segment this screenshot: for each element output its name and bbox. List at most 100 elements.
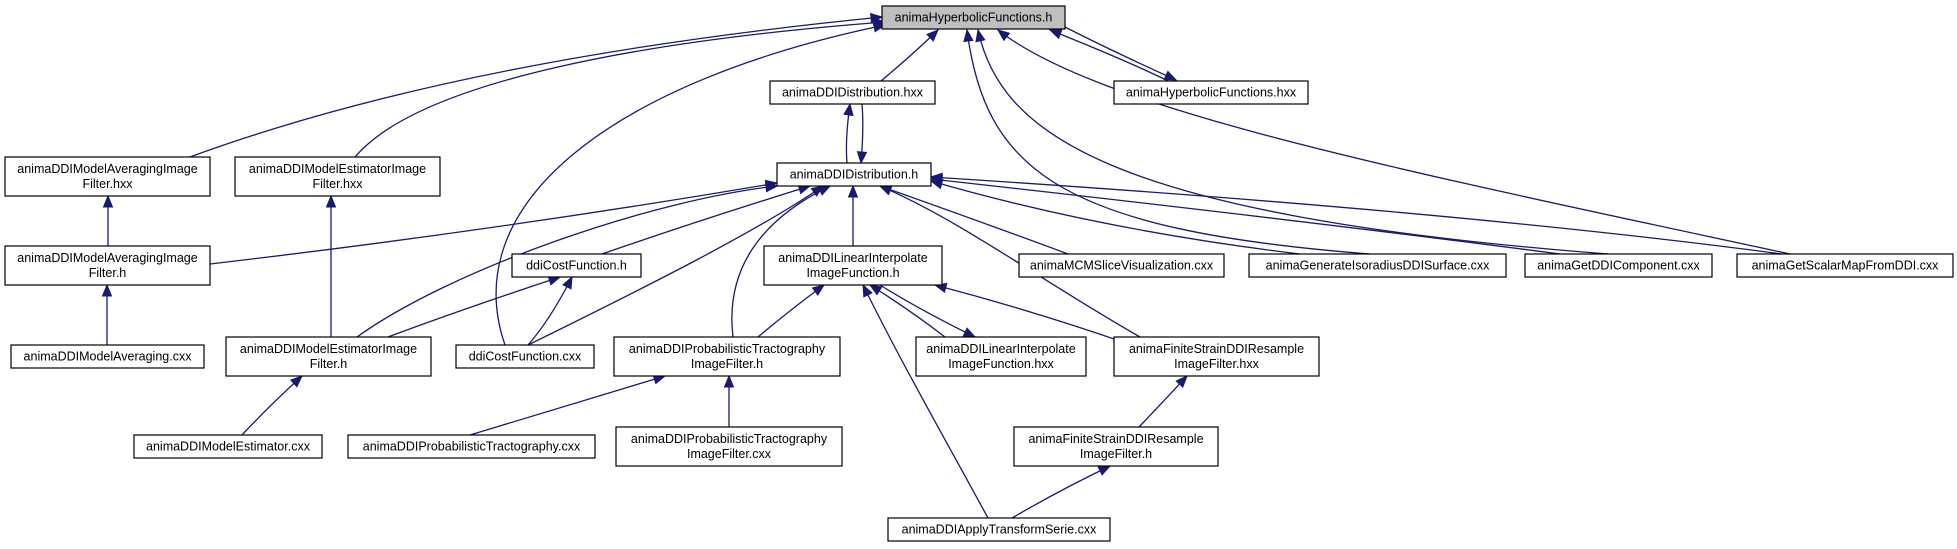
node-box[interactable] — [1013, 426, 1219, 467]
node-box[interactable] — [1113, 336, 1320, 377]
node-ddicf-h[interactable]: ddiCostFunction.h — [511, 253, 642, 278]
arrowhead — [962, 327, 977, 338]
arrowhead — [562, 275, 573, 290]
node-box[interactable] — [4, 156, 211, 197]
node-label: animaDDIModelAveragingImage — [17, 162, 197, 176]
node-mcms[interactable]: animaMCMSliceVisualization.cxx — [1018, 253, 1225, 278]
node-hf-h[interactable]: animaHyperbolicFunctions.h — [881, 5, 1066, 30]
node-lin-hxx[interactable]: animaDDILinearInterpolateImageFunction.h… — [915, 336, 1087, 377]
arrowhead — [926, 29, 939, 42]
node-getcomp[interactable]: animaGetDDIComponent.cxx — [1524, 253, 1713, 278]
node-label: Filter.h — [89, 266, 127, 280]
edge-line — [997, 29, 1791, 255]
arrowhead — [862, 283, 873, 298]
node-fs-hxx[interactable]: animaFiniteStrainDDIResampleImageFilter.… — [1113, 336, 1320, 377]
edge-lin_h-includes-ddid_h — [847, 184, 859, 246]
edge-hf_hxx-includes-hf_h — [1048, 29, 1169, 82]
node-ddid-h[interactable]: animaDDIDistribution.h — [776, 162, 932, 187]
node-label: ImageFilter.h — [1080, 447, 1152, 461]
node-box[interactable] — [776, 162, 932, 187]
node-label: ImageFilter.hxx — [1174, 357, 1260, 371]
edge-line — [879, 284, 976, 338]
edge-getcomp-includes-hf_h — [975, 28, 1609, 255]
edge-mest_h-includes-ddicf_h — [387, 275, 562, 338]
node-hf-hxx[interactable]: animaHyperbolicFunctions.hxx — [1113, 80, 1309, 105]
node-box[interactable] — [1736, 253, 1954, 278]
node-box[interactable] — [4, 245, 211, 286]
edge-lin_hxx-includes-lin_h — [868, 284, 946, 338]
node-box[interactable] — [1113, 80, 1309, 105]
node-mavg-cxx[interactable]: animaDDIModelAveraging.cxx — [10, 344, 205, 369]
node-mest-cxx[interactable]: animaDDIModelEstimator.cxx — [133, 434, 323, 459]
node-label: animaMCMSliceVisualization.cxx — [1030, 259, 1214, 273]
node-getscal[interactable]: animaGetScalarMapFromDDI.cxx — [1736, 253, 1954, 278]
node-label: Filter.hxx — [312, 177, 363, 191]
edge-probf_cxx-includes-prob_h — [723, 374, 735, 427]
node-box[interactable] — [1524, 253, 1713, 278]
node-label: animaHyperbolicFunctions.h — [895, 11, 1053, 25]
node-box[interactable] — [511, 253, 642, 278]
edge-ddid_h-includes-ddid_hxx — [843, 102, 854, 164]
node-box[interactable] — [763, 245, 943, 286]
node-box[interactable] — [1248, 253, 1507, 278]
node-prob-h[interactable]: animaDDIProbabilisticTractographyImageFi… — [613, 336, 841, 377]
node-probf-cxx[interactable]: animaDDIProbabilisticTractographyImageFi… — [615, 426, 843, 467]
node-fs-h[interactable]: animaFiniteStrainDDIResampleImageFilter.… — [1013, 426, 1219, 467]
node-box[interactable] — [881, 5, 1066, 30]
arrowhead — [847, 184, 859, 198]
node-box[interactable] — [887, 517, 1111, 542]
arrowhead — [996, 29, 1011, 42]
edge-line — [387, 276, 561, 338]
arrowhead — [1048, 29, 1063, 40]
node-label: Filter.hxx — [82, 177, 133, 191]
node-box[interactable] — [347, 434, 596, 459]
edge-hf_h-includes-hf_hxx — [1064, 26, 1178, 81]
edge-line — [930, 178, 1561, 255]
node-geniso[interactable]: animaGenerateIsoradiusDDISurface.cxx — [1248, 253, 1507, 278]
node-box[interactable] — [1018, 253, 1225, 278]
node-box[interactable] — [455, 344, 595, 369]
edge-getscal-includes-hf_h — [996, 29, 1791, 255]
node-box[interactable] — [133, 434, 323, 459]
edge-line — [1011, 465, 1111, 519]
node-prob-cxx[interactable]: animaDDIProbabilisticTractography.cxx — [347, 434, 596, 459]
node-box[interactable] — [234, 156, 441, 197]
node-box[interactable] — [225, 336, 432, 377]
node-label: ImageFunction.h — [806, 266, 899, 280]
edge-ddid_hxx-includes-ddid_h — [856, 103, 868, 165]
edge-getscal-includes-ddid_h — [929, 172, 1783, 255]
node-label: animaGenerateIsoradiusDDISurface.cxx — [1266, 259, 1490, 273]
node-label: animaDDIProbabilisticTractography — [629, 342, 826, 356]
edge-mcms-includes-ddid_h — [878, 184, 1069, 255]
node-label: animaDDIModelEstimatorImage — [240, 342, 417, 356]
arrowhead — [817, 185, 832, 196]
node-apply-cxx[interactable]: animaDDIApplyTransformSerie.cxx — [887, 517, 1111, 542]
node-label: animaDDIModelEstimator.cxx — [146, 440, 311, 454]
node-label: ImageFilter.cxx — [687, 447, 772, 461]
node-box[interactable] — [10, 344, 205, 369]
node-box[interactable] — [915, 336, 1087, 377]
edge-geniso-includes-hf_h — [963, 28, 1371, 255]
node-ddid-hxx[interactable]: animaDDIDistribution.hxx — [769, 80, 936, 105]
edge-line — [731, 185, 831, 338]
node-box[interactable] — [769, 80, 936, 105]
edge-apply_cxx-includes-lin_h — [862, 283, 989, 519]
arrowhead — [723, 374, 735, 388]
edge-mest_h-includes-ddid_h — [356, 182, 779, 338]
edge-fs_h-includes-fs_hxx — [1138, 375, 1188, 428]
node-label: animaFiniteStrainDDIResample — [1129, 342, 1304, 356]
edge-line — [862, 284, 989, 519]
node-ddicf-cxx[interactable]: ddiCostFunction.cxx — [455, 344, 595, 369]
arrowhead — [868, 284, 883, 296]
node-box[interactable] — [615, 426, 843, 467]
edge-line — [977, 29, 1609, 255]
edge-line — [209, 182, 778, 265]
node-box[interactable] — [613, 336, 841, 377]
node-label: animaGetDDIComponent.cxx — [1537, 259, 1700, 273]
edge-line — [879, 185, 1069, 255]
